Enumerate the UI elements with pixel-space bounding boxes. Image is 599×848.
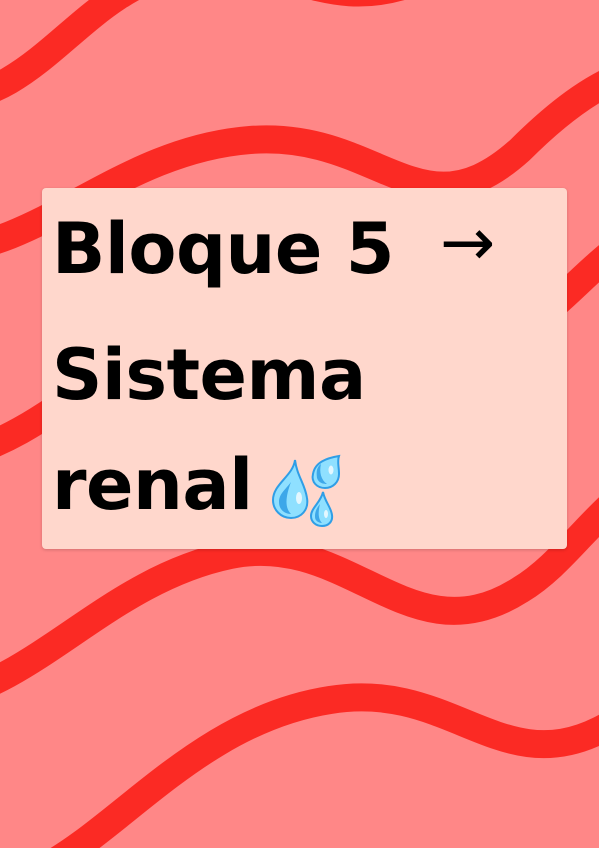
- title-line-sistema: Sistema: [52, 334, 366, 416]
- sweat-droplets-icon: [271, 454, 341, 528]
- title-line-renal: renal: [52, 444, 253, 526]
- wave-stripe: [50, 683, 599, 848]
- droplet-highlight: [296, 492, 302, 504]
- droplet-highlight: [324, 510, 328, 518]
- wave-stripe: [0, 0, 405, 101]
- title-line-bloque: Bloque 5: [52, 208, 394, 290]
- droplet-large-shade: [279, 482, 291, 514]
- right-arrow-icon: →: [440, 204, 496, 281]
- droplet-large: [271, 459, 309, 520]
- droplet-top-right-shade: [316, 464, 327, 484]
- droplet-small-shade: [315, 504, 322, 523]
- wave-stripe: [0, 497, 599, 694]
- droplet-small: [309, 491, 334, 528]
- title-card: Bloque 5 → Sistema renal: [42, 188, 567, 549]
- droplet-highlight: [328, 465, 334, 475]
